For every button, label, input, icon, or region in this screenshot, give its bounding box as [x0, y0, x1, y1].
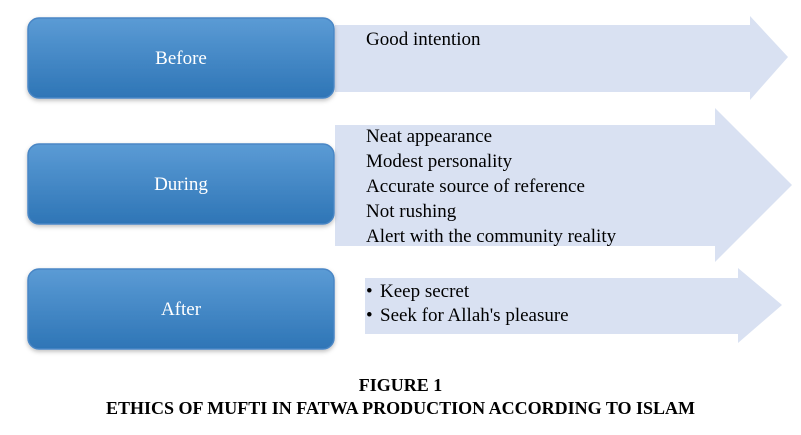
during-item: Not rushing: [366, 201, 457, 222]
figure-title: ETHICS OF MUFTI IN FATWA PRODUCTION ACCO…: [105, 398, 696, 418]
stage-box-after: [27, 268, 335, 350]
before-item: Good intention: [366, 29, 481, 50]
arrow-before: [335, 16, 788, 100]
arrow-during: [335, 108, 792, 262]
bullet-glyph: •: [366, 305, 373, 326]
figure-number: FIGURE 1: [358, 375, 443, 395]
during-item: Neat appearance: [366, 126, 493, 147]
diagram-canvas: Before During After: [27, 16, 792, 350]
bullet-glyph: •: [366, 281, 373, 302]
during-item: Alert with the community reality: [366, 226, 617, 247]
stage-box-before: [27, 17, 335, 99]
stage-box-during: [27, 143, 335, 225]
during-item: Modest personality: [366, 151, 513, 172]
figure-caption: FIGURE 1 ETHICS OF MUFTI IN FATWA PRODUC…: [0, 374, 801, 420]
stage-label-during: During: [154, 174, 208, 195]
after-item: • Seek for Allah's pleasure: [366, 303, 569, 328]
arrow-after: [365, 268, 782, 343]
after-item: • Keep secret: [366, 279, 469, 304]
during-item: Accurate source of reference: [366, 176, 585, 197]
stage-label-before: Before: [155, 48, 207, 69]
after-item-text: Keep secret: [380, 281, 470, 302]
after-item-text: Seek for Allah's pleasure: [380, 305, 569, 326]
stage-label-after: After: [161, 299, 202, 320]
